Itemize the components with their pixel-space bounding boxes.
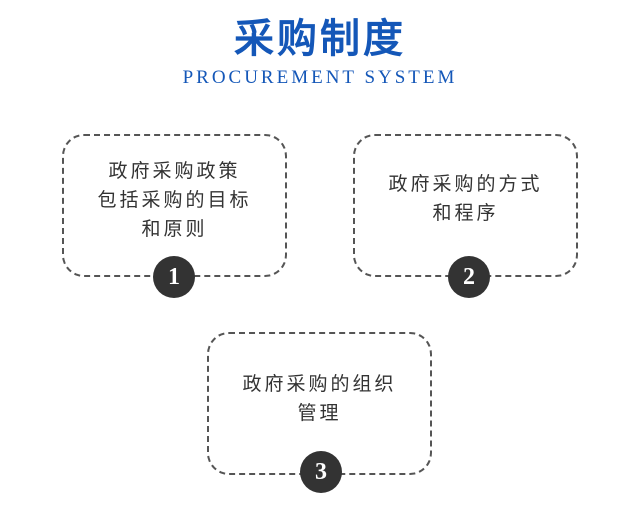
card-text: 政府采购政策 包括采购的目标 和原则 bbox=[97, 160, 252, 240]
card-text: 政府采购的方式 和程序 bbox=[388, 172, 543, 224]
card-procurement-methods: 政府采购的方式 和程序 bbox=[353, 134, 578, 277]
page-subtitle: PROCUREMENT SYSTEM bbox=[182, 67, 458, 88]
card-procurement-policy: 政府采购政策 包括采购的目标 和原则 bbox=[62, 134, 287, 277]
number-badge-1: 1 bbox=[153, 256, 195, 298]
number-badge-2: 2 bbox=[448, 256, 490, 298]
page-title: 采购制度 bbox=[234, 16, 406, 62]
number-badge-3: 3 bbox=[300, 451, 342, 493]
card-text: 政府采购的组织 管理 bbox=[242, 372, 397, 424]
